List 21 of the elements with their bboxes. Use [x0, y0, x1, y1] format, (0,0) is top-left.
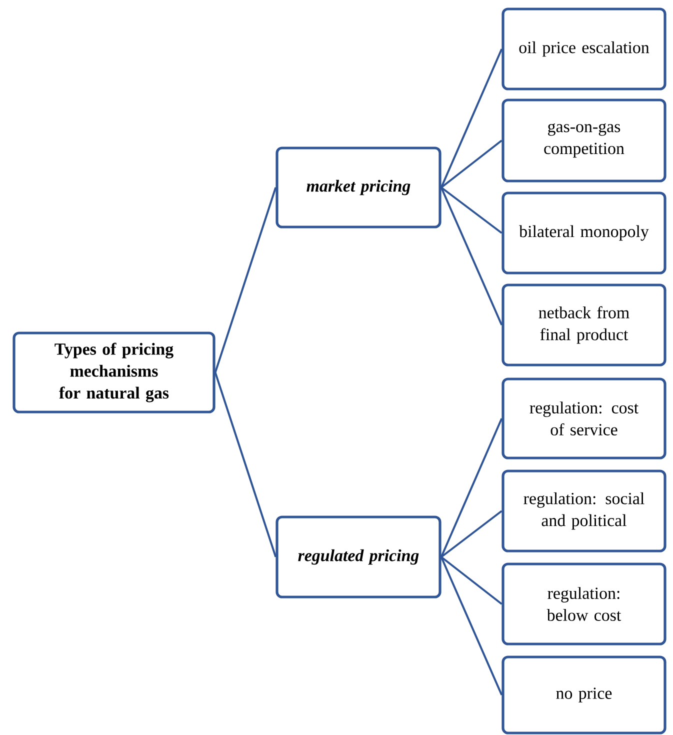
connector-line [440, 556, 503, 696]
option-box: netback from final product [502, 284, 666, 366]
connector-line [440, 556, 502, 605]
connector-line [440, 418, 503, 558]
option-box: oil price escalation [502, 8, 666, 90]
option-box: regulation: cost of service [502, 378, 666, 460]
connector-line [214, 187, 277, 373]
connector-line [214, 372, 277, 558]
connector-line [440, 510, 502, 558]
connector-line [440, 48, 503, 188]
connector-line [440, 140, 502, 188]
option-box: gas-on-gas competition [502, 98, 666, 182]
category-box: market pricing [276, 146, 442, 228]
option-box: no price [502, 656, 666, 734]
category-box: regulated pricing [276, 516, 442, 598]
connector-line [440, 187, 503, 326]
option-box: regulation: below cost [502, 562, 666, 646]
connector-line [440, 186, 502, 234]
option-box: regulation: social and political [502, 470, 666, 552]
option-box: bilateral monopoly [502, 192, 666, 274]
root-box: Types of pricing mechanisms for natural gas [12, 332, 216, 414]
